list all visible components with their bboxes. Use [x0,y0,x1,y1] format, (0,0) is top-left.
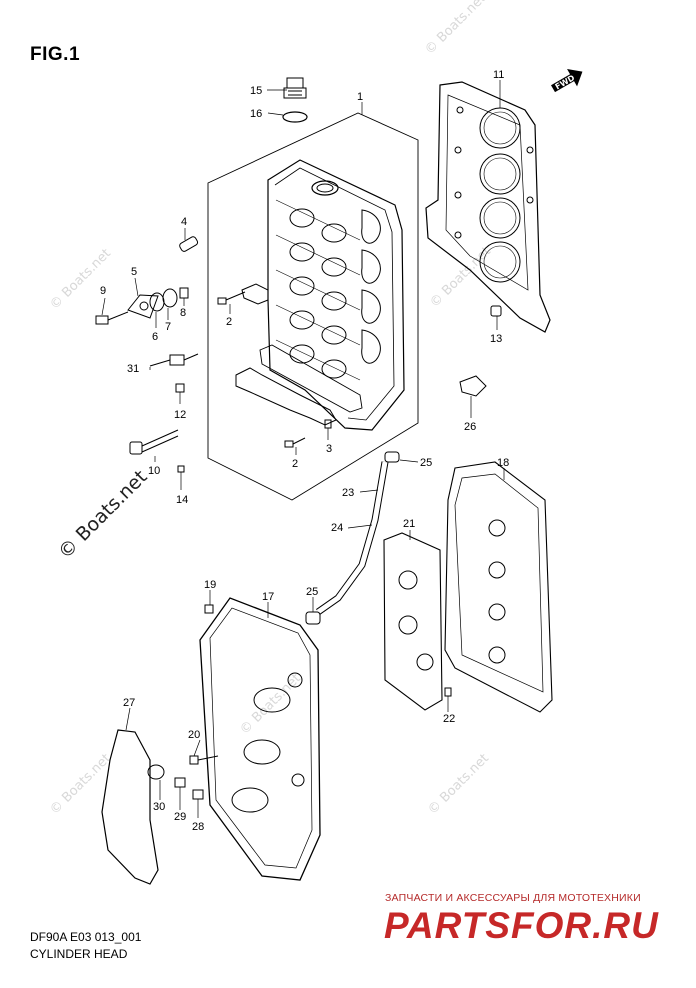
leader-lines [101,80,505,818]
callout-2-upper: 2 [226,316,232,328]
callout-12: 12 [174,409,186,421]
bolt-part-8 [179,287,189,299]
bolt-part-10 [129,429,179,455]
pin-part-4 [179,236,199,252]
assembly-bracket-1 [207,112,419,501]
callout-4: 4 [181,216,187,228]
fwd-label: FWD [554,73,577,91]
callout-20: 20 [188,729,200,741]
fwd-arrow-icon: FWD [551,69,583,93]
watermark-5: © Boats.net [47,751,114,818]
bolt-part-12 [175,383,185,393]
callout-2-lower: 2 [292,458,298,470]
callout-21: 21 [403,518,415,530]
callout-3: 3 [326,443,332,455]
bolt-part-20 [189,755,219,765]
callout-29: 29 [174,811,186,823]
bolt-part-28 [192,789,204,800]
callout-9: 9 [100,285,106,297]
bolt-part-19 [204,604,214,614]
callout-28: 28 [192,821,204,833]
callout-26: 26 [464,421,476,433]
watermark-6: © Boats.net [425,751,492,818]
callout-15: 15 [250,85,262,97]
callout-17: 17 [262,591,274,603]
bolt-part-13 [490,305,502,317]
callout-6: 6 [152,331,158,343]
callout-7: 7 [165,321,171,333]
callout-22: 22 [443,713,455,725]
callout-10: 10 [148,465,160,477]
sensor-part-31 [149,353,199,367]
callout-18: 18 [497,457,509,469]
grommet-part-30 [147,764,165,780]
cam-bearings [289,208,347,379]
callout-23: 23 [342,487,354,499]
bolt-part-2-upper [217,291,246,305]
bolt-part-22 [444,687,452,697]
o-ring-part-16 [282,111,308,123]
callout-1: 1 [357,91,363,103]
cylinder-head-part-1 [259,159,405,431]
gasket-part-21 [383,532,443,711]
callout-13: 13 [490,333,502,345]
bolt-part-9 [95,311,129,325]
sensor-part-5 [127,294,159,319]
watermark-4: © Boats.net [237,671,304,738]
cover-gasket-part-18 [444,461,553,713]
seal-part-7 [162,288,178,308]
callout-24: 24 [331,522,343,534]
callout-31: 31 [127,363,139,375]
cylinder-head-cover-part-17 [199,597,321,881]
pin-part-14 [177,465,185,473]
brand-logo: PARTSFOR.RU [384,905,659,946]
callout-25-lower: 25 [306,586,318,598]
collar-part-29 [174,777,186,788]
callout-5: 5 [131,266,137,278]
port-flanges [361,209,381,364]
watermarks: © Boats.net © Boats.net © Boats.net © Bo… [47,0,494,818]
brand-tagline: ЗАПЧАСТИ И АКСЕССУАРЫ ДЛЯ МОТОТЕХНИКИ [385,892,641,904]
figure-code: DF90A E03 013_001 [30,930,142,944]
watermark-3: © Boats.net [427,244,494,311]
cam-cap-upper [241,283,269,305]
callout-27: 27 [123,697,135,709]
plug-part-15 [283,77,307,99]
callout-11: 11 [493,69,504,81]
cover-part-27 [101,729,159,885]
watermark-1: © Boats.net [422,0,489,58]
callout-16: 16 [250,108,262,120]
callout-8: 8 [180,307,186,319]
callout-14: 14 [176,494,188,506]
figure-name: CYLINDER HEAD [30,947,128,961]
callout-19: 19 [204,579,216,591]
callouts: 1 15 16 11 4 5 9 8 7 6 2 13 31 12 26 3 2… [100,69,509,833]
figure-title: FIG.1 [30,44,81,65]
breather-hose-parts-23-24 [305,451,400,625]
clamp-part-26 [459,375,487,397]
callout-30: 30 [153,801,165,813]
watermark-large: © Boats.net [54,466,152,564]
bolt-part-2-lower [284,437,306,448]
callout-25-upper: 25 [420,457,432,469]
